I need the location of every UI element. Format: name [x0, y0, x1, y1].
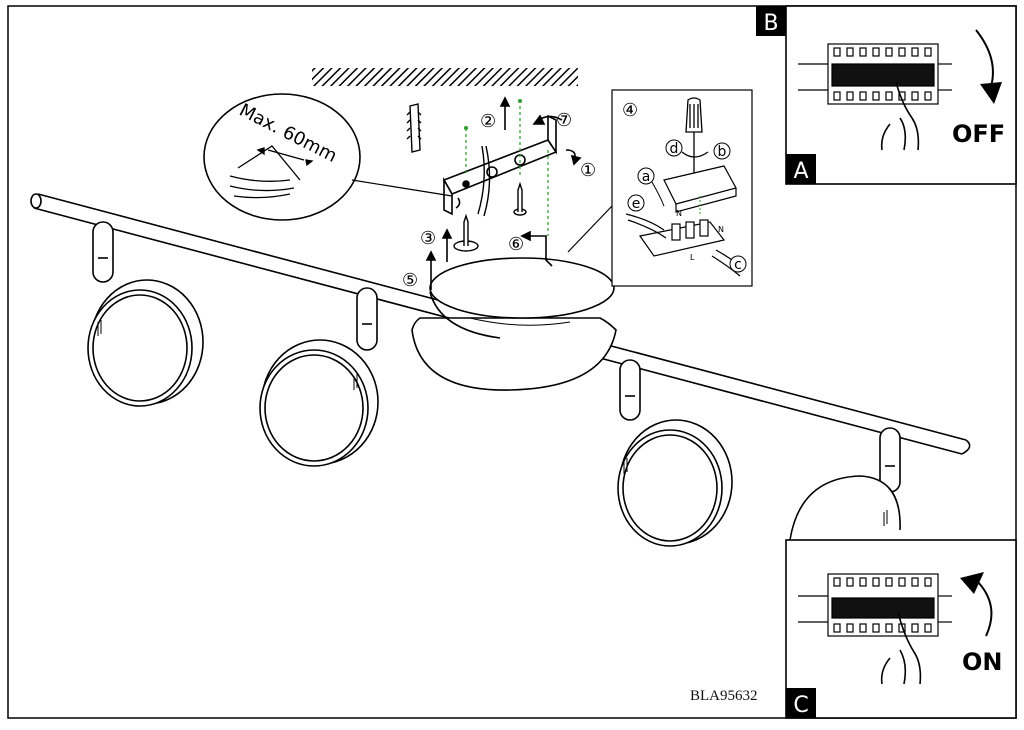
wire-length-callout: Max. 60mm	[203, 93, 453, 221]
label-d: d	[670, 141, 679, 157]
terminal-block	[638, 219, 726, 257]
spot-head-2	[259, 287, 379, 467]
spot-head-1	[87, 221, 204, 407]
step-6: ⑥	[508, 234, 524, 254]
panel-c-letter: C	[793, 693, 808, 718]
screwdriver	[685, 97, 703, 190]
step-7: ⑦	[556, 110, 572, 130]
terminal-mark-n-right: N	[718, 225, 724, 234]
label-a: a	[642, 169, 651, 185]
hand-off	[880, 81, 920, 151]
drill-point	[464, 126, 468, 130]
label-c: c	[734, 257, 742, 273]
step-4: ④	[622, 100, 638, 120]
breaker-row-off	[798, 43, 952, 105]
sheet-border	[7, 5, 1017, 719]
terminal-mark-n-left: N	[676, 209, 682, 218]
ceiling-hatch	[312, 68, 578, 86]
panel-switch-off: B A OFF	[756, 5, 1017, 185]
panel-a-tag	[786, 154, 816, 184]
rotate-up-arrow	[977, 581, 993, 637]
panel-switch-on: C ON	[785, 539, 1017, 719]
supply-cable	[477, 145, 491, 217]
switch-off-label: OFF	[952, 120, 1005, 148]
step-3: ③	[420, 228, 436, 248]
arrows	[425, 96, 582, 290]
panel-c-tag	[786, 688, 816, 718]
hand-on	[880, 611, 922, 685]
screw-lower	[513, 181, 527, 216]
switch-on-label: ON	[962, 648, 1003, 676]
label-e: e	[632, 196, 641, 212]
panel-a-letter: A	[793, 159, 808, 184]
canopy	[411, 257, 617, 391]
spot-head-4	[789, 427, 901, 541]
terminal-mark-l: L	[690, 253, 695, 262]
step-1: ①	[580, 160, 596, 180]
spot-head-3	[617, 359, 733, 547]
breaker-row-on	[798, 573, 952, 637]
step-2: ②	[480, 111, 496, 131]
wall-plug	[406, 103, 422, 153]
mounting-bracket	[442, 114, 558, 216]
model-code: BLA95632	[690, 688, 758, 704]
step-5: ⑤	[402, 270, 418, 290]
panel-b-letter: B	[763, 11, 778, 36]
panel-b-tag	[756, 6, 786, 36]
alignment-lines	[465, 100, 549, 236]
step-numbers: ① ② ③ ⑤ ⑥ ⑦	[402, 110, 596, 290]
screw-left	[453, 213, 479, 252]
label-b: b	[718, 144, 727, 160]
drill-point	[518, 99, 522, 103]
wiring-detail-panel: ④ N L N	[567, 89, 753, 287]
